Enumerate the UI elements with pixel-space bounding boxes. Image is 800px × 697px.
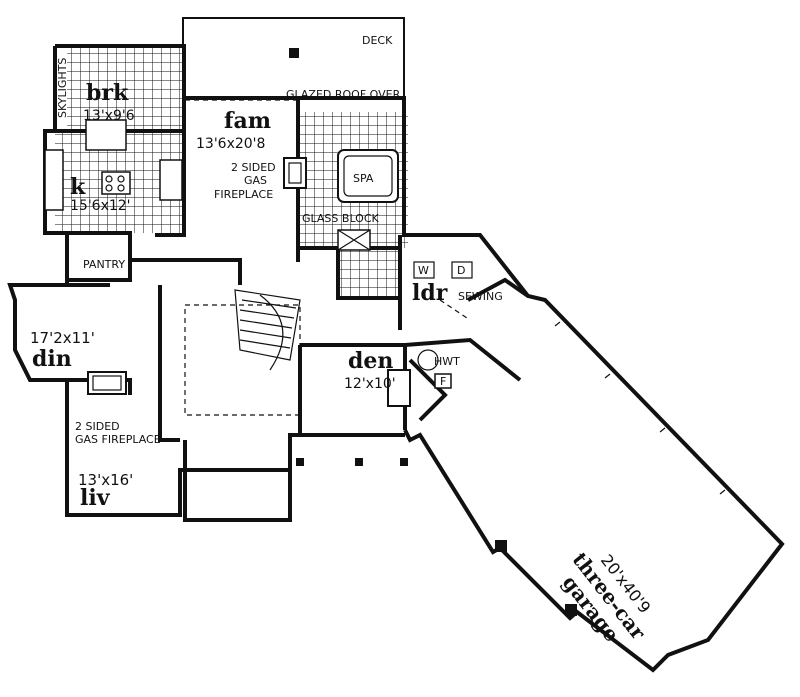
glass-block — [337, 229, 371, 251]
washer-label: W — [418, 264, 429, 277]
glazed-roof-label: GLAZED ROOF OVER — [286, 88, 401, 101]
deck: DECK — [182, 17, 405, 99]
deck-label: DECK — [362, 34, 393, 47]
liv-fireplace-label-1: 2 SIDED — [75, 420, 120, 433]
fam-fireplace-label-3: FIREPLACE — [214, 188, 273, 201]
den-fireplace — [387, 369, 411, 407]
spa: SPA — [337, 149, 399, 203]
dryer-label: D — [457, 264, 465, 277]
dashed-lines — [184, 99, 471, 416]
bath-tile — [338, 248, 400, 298]
brk-dim: 13'x9'6 — [83, 108, 135, 124]
liv-fireplace — [87, 371, 127, 395]
brk-tile — [67, 46, 184, 131]
fam-name: fam — [224, 108, 271, 134]
hwt-icon — [417, 349, 439, 371]
hwt-label: HWT — [434, 355, 460, 368]
deck-post — [289, 48, 299, 58]
furnace-icon — [434, 373, 452, 389]
ldr-name: ldr — [412, 280, 448, 306]
k-dim: 15'6x12' — [70, 198, 131, 214]
skylights-label: SKYLIGHTS — [56, 58, 69, 118]
liv-fireplace-label-2: GAS FIREPLACE — [75, 433, 161, 446]
liv-name: liv — [80, 485, 111, 511]
din-dim: 17'2x11' — [30, 329, 95, 347]
garage-post — [495, 540, 507, 552]
utility-equipment — [413, 261, 473, 389]
garage-windows — [495, 321, 726, 616]
k-name: k — [70, 174, 86, 200]
den-dim: 12'x10' — [344, 376, 396, 392]
notes: SKYLIGHTS GLAZED ROOF OVER 2 SIDED GAS F… — [56, 58, 503, 446]
glass-block-label: GLASS BLOCK — [302, 212, 380, 225]
garage-post — [565, 604, 577, 616]
furnace-label: F — [440, 375, 446, 388]
fam-fireplace-label-1: 2 SIDED — [231, 161, 276, 174]
spa-label: SPA — [353, 172, 374, 185]
fam-dim: 13'6x20'8 — [196, 136, 265, 152]
fam-fireplace-label-2: GAS — [244, 174, 267, 187]
sewing-label: SEWING — [458, 290, 503, 303]
kitchen-counter — [44, 119, 183, 211]
pantry-label: PANTRY — [83, 258, 125, 271]
din-name: din — [32, 346, 72, 372]
brk-name: brk — [86, 80, 129, 106]
washer-icon — [413, 261, 435, 279]
stairs — [234, 289, 301, 371]
den-name: den — [348, 348, 393, 374]
dryer-icon — [451, 261, 473, 279]
entry-posts — [296, 458, 408, 466]
liv-dim: 13'x16' — [78, 471, 133, 489]
fam-fireplace — [283, 157, 307, 189]
